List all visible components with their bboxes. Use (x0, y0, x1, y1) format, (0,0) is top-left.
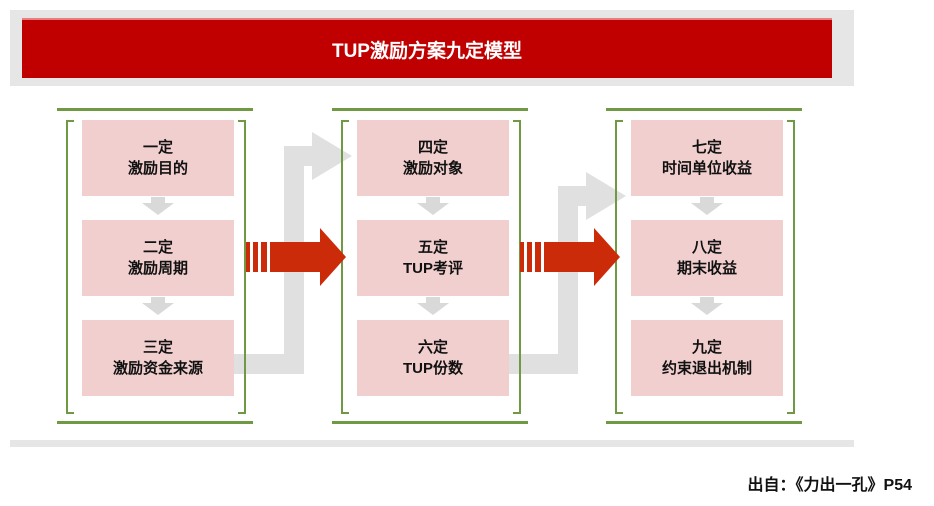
step-number: 一定 (142, 139, 173, 156)
step-label: 时间单位收益 (661, 160, 752, 177)
step-box-8: 八定 期末收益 (631, 220, 783, 296)
step-number: 九定 (691, 339, 722, 356)
step-label: 激励目的 (127, 160, 188, 177)
column-1-right-bracket (238, 120, 246, 414)
step-box-2: 二定 激励周期 (82, 220, 234, 296)
column-3-left-bracket (615, 120, 623, 414)
step-box-6: 六定 TUP份数 (357, 320, 509, 396)
red-arrow-icon (246, 228, 346, 286)
step-box-4: 四定 激励对象 (357, 120, 509, 196)
step-box-9: 九定 约束退出机制 (631, 320, 783, 396)
step-label: 期末收益 (676, 260, 737, 277)
source-citation: 出自：《力出一孔》P54 (747, 477, 912, 494)
down-arrow-icon (417, 197, 449, 215)
step-label: TUP份数 (402, 360, 463, 377)
column-2-left-bracket (341, 120, 349, 414)
column-2-bottom-line (332, 421, 528, 424)
column-3-top-line (606, 108, 802, 111)
step-label: 约束退出机制 (661, 360, 752, 377)
step-box-5: 五定 TUP考评 (357, 220, 509, 296)
step-number: 六定 (417, 339, 448, 356)
step-number: 七定 (691, 139, 722, 156)
step-number: 五定 (417, 239, 448, 256)
step-number: 三定 (142, 339, 173, 356)
diagram-title: TUP激励方案九定模型 (22, 18, 832, 78)
bottom-band (10, 440, 854, 447)
step-box-7: 七定 时间单位收益 (631, 120, 783, 196)
step-box-3: 三定 激励资金来源 (82, 320, 234, 396)
down-arrow-icon (142, 297, 174, 315)
column-2-top-line (332, 108, 528, 111)
column-1-left-bracket (66, 120, 74, 414)
step-label: 激励资金来源 (112, 360, 203, 377)
red-arrow-icon (520, 228, 620, 286)
step-label: TUP考评 (402, 260, 463, 277)
step-number: 四定 (417, 139, 448, 156)
step-box-1: 一定 激励目的 (82, 120, 234, 196)
column-3-right-bracket (787, 120, 795, 414)
down-arrow-icon (142, 197, 174, 215)
step-label: 激励周期 (127, 260, 188, 277)
down-arrow-icon (691, 197, 723, 215)
down-arrow-icon (417, 297, 449, 315)
step-number: 二定 (142, 239, 173, 256)
step-label: 激励对象 (402, 160, 463, 177)
connector-arrow-2 (508, 172, 626, 374)
column-3-bottom-line (606, 421, 802, 424)
column-1-top-line (57, 108, 253, 111)
column-1-bottom-line (57, 421, 253, 424)
down-arrow-icon (691, 297, 723, 315)
step-number: 八定 (691, 239, 722, 256)
